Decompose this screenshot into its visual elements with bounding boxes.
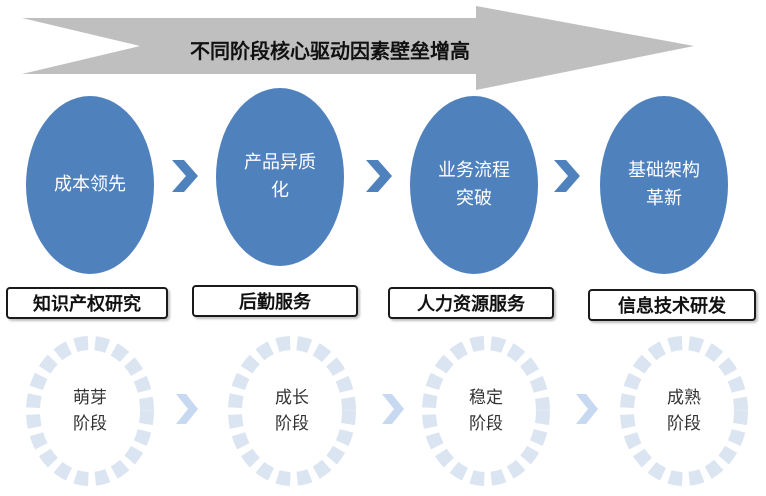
chevron-right-icon <box>554 160 580 192</box>
stage-ring-stable: 稳定阶段 <box>420 334 552 488</box>
stage-label: 成熟阶段 <box>667 388 701 434</box>
chevron-right-icon <box>172 160 198 192</box>
chevron-right-icon <box>366 160 392 192</box>
chevron-right-icon <box>176 394 198 424</box>
label-it-rd: 信息技术研发 <box>588 289 756 321</box>
banner-arrow <box>22 6 694 90</box>
stage-label: 萌芽阶段 <box>73 388 107 434</box>
label-hr-services: 人力资源服务 <box>388 287 554 319</box>
driver-circle-differentiation: 产品异质化 <box>216 88 344 266</box>
driver-label: 业务流程突破 <box>438 160 510 209</box>
banner-title: 不同阶段核心驱动因素壁垒增高 <box>190 38 470 63</box>
driver-label: 基础架构革新 <box>628 160 700 209</box>
driver-label: 成本领先 <box>54 174 126 195</box>
stage-ring-growth: 成长阶段 <box>226 334 358 488</box>
label-ip-research: 知识产权研究 <box>6 287 168 319</box>
driver-label: 产品异质化 <box>244 152 316 201</box>
stage-label: 成长阶段 <box>275 388 309 434</box>
driver-circle-process: 业务流程突破 <box>410 96 538 274</box>
label-logistics: 后勤服务 <box>192 285 358 317</box>
stage-label: 稳定阶段 <box>469 388 503 434</box>
chevron-right-icon <box>382 394 404 424</box>
chevron-right-icon <box>576 394 598 424</box>
driver-circle-infrastructure: 基础架构革新 <box>600 96 728 274</box>
stage-ring-mature: 成熟阶段 <box>618 334 750 488</box>
driver-circle-cost: 成本领先 <box>26 96 154 274</box>
stage-ring-emerging: 萌芽阶段 <box>24 334 156 488</box>
